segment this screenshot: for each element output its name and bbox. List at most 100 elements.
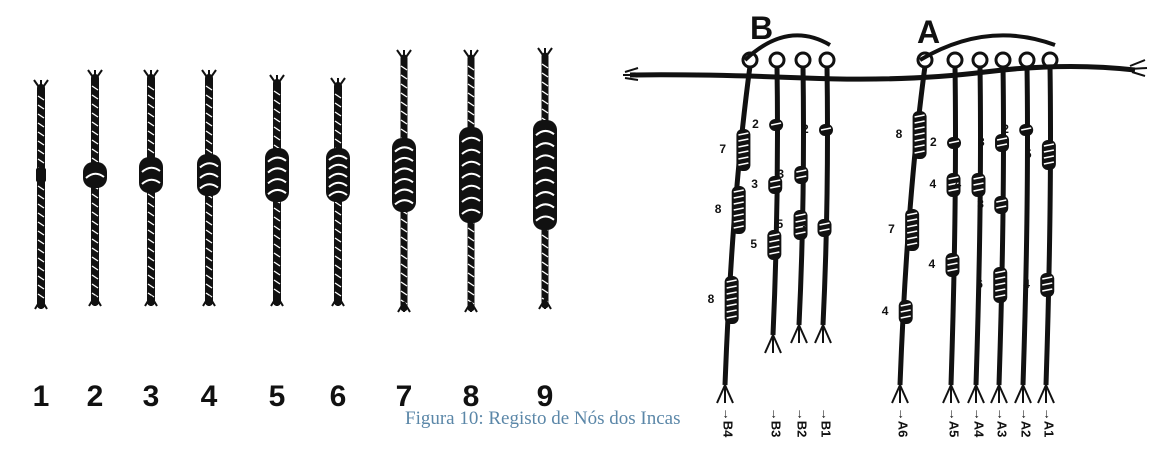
- group-b-knot-label: 3: [751, 177, 758, 191]
- group-a-knot-label: 7: [888, 222, 895, 236]
- tassel-strand: [892, 385, 900, 403]
- quipu-illustration: B A 788→B4235→B335→B223→B1874→A6244→A54→…: [605, 0, 1157, 457]
- tassel-strand: [823, 325, 831, 343]
- knot-number-3: 3: [136, 380, 166, 414]
- group-a-knot-label: 5: [1025, 147, 1032, 161]
- tassel-strand: [725, 385, 733, 403]
- attachment-loop: [1020, 53, 1034, 67]
- group-a-cord-label-5: →A2: [1018, 408, 1033, 438]
- group-a-knot-label: 2: [930, 135, 937, 149]
- tassel-strand: [1015, 385, 1023, 403]
- group-a-pendant-1: [892, 53, 932, 403]
- pendant-cord: [773, 66, 778, 335]
- tassel-strand: [951, 385, 959, 403]
- tassel-strand: [968, 385, 976, 403]
- group-a-knot-label: 6: [976, 277, 983, 291]
- knot-cords-drawing: [0, 40, 590, 380]
- group-a-pendant-5: [1015, 53, 1034, 403]
- group-a-knot-label: 3: [977, 197, 984, 211]
- group-b-pendant-1: [717, 53, 757, 403]
- tassel-strand: [999, 385, 1007, 403]
- cord-9: [533, 48, 557, 309]
- cord-1: [34, 80, 48, 309]
- attachment-loop: [996, 53, 1010, 67]
- attachment-loop: [948, 53, 962, 67]
- group-b-knot-label: 2: [752, 117, 759, 131]
- group-b-knot-label: 2: [802, 122, 809, 136]
- cord-2: [83, 70, 107, 306]
- tassel-strand: [943, 385, 951, 403]
- main-cord: [630, 66, 1135, 79]
- group-a-knot-label: 4: [1023, 277, 1030, 291]
- cord-6: [326, 78, 350, 306]
- knot-number-5: 5: [262, 380, 292, 414]
- group-a-pendant-2: [943, 53, 962, 403]
- cord-8: [459, 50, 483, 312]
- knot-number-4: 4: [194, 380, 224, 414]
- group-b-knot-label: 8: [708, 292, 715, 306]
- knot-body: [533, 120, 557, 230]
- knot-number-6: 6: [323, 380, 353, 414]
- pendant-cord: [976, 66, 981, 385]
- group-a-knot-label: 4: [882, 304, 889, 318]
- group-b-pendant-4: [815, 53, 834, 343]
- group-b-cord-label-1: →B4: [720, 408, 735, 438]
- group-a-cord-label-2: →A5: [946, 408, 961, 438]
- knot-body: [83, 162, 107, 188]
- group-b-knot-label: 7: [719, 142, 726, 156]
- group-b-knot-label: 8: [715, 202, 722, 216]
- group-a-pendant-4: [991, 53, 1010, 403]
- tassel-strand: [991, 385, 999, 403]
- pendant-cord: [999, 66, 1004, 385]
- group-b-knot-label: 3: [800, 220, 807, 234]
- group-b-knot-label: 3: [777, 167, 784, 181]
- group-a-cord-label-6: →A1: [1041, 408, 1056, 438]
- group-a-knot-label: 4: [929, 257, 936, 271]
- knot: [817, 219, 831, 237]
- tassel-strand: [900, 385, 908, 403]
- group-a-pendant-3: [968, 53, 987, 403]
- tassel-strand: [765, 335, 773, 353]
- group-b-cord-label-2: →B3: [768, 408, 783, 438]
- group-b-letter: B: [750, 10, 773, 47]
- knot-number-1: 1: [26, 380, 56, 414]
- pendant-cord: [823, 66, 828, 325]
- group-a-cord-label-3: →A4: [971, 408, 986, 438]
- knot-body: [139, 157, 163, 193]
- attachment-loop: [820, 53, 834, 67]
- cord-4: [197, 70, 221, 306]
- knot-body: [36, 168, 46, 182]
- quipu-drawing: [605, 0, 1157, 457]
- group-b-pendant-2: [765, 53, 784, 353]
- pendant-cord: [951, 66, 956, 385]
- knot-body: [197, 154, 221, 196]
- group-a-knot-label: 8: [896, 127, 903, 141]
- group-a-letter: A: [917, 14, 940, 51]
- group-b-pendant-3: [791, 53, 810, 343]
- tassel-strand: [799, 325, 807, 343]
- knot: [995, 134, 1009, 152]
- attachment-loop: [973, 53, 987, 67]
- knot-number-2: 2: [80, 380, 110, 414]
- tassel-strand: [976, 385, 984, 403]
- knot: [994, 196, 1008, 214]
- cord-5: [265, 75, 289, 306]
- knot-types-illustration: 1 2 3 4 5 6 7 8 9: [0, 40, 590, 400]
- group-a-cord-label-1: →A6: [895, 408, 910, 438]
- main-cord-tassel-right: [1130, 60, 1147, 76]
- tassel-strand: [815, 325, 823, 343]
- tassel-strand: [791, 325, 799, 343]
- pendant-cord: [799, 66, 804, 325]
- attachment-loop: [770, 53, 784, 67]
- cord-3: [139, 70, 163, 306]
- group-b-knot-label: 5: [777, 217, 784, 231]
- group-a-knot-label: 2: [1002, 122, 1009, 136]
- main-cord-tassel-left: [623, 68, 638, 80]
- group-a-knot-label: 4: [955, 177, 962, 191]
- group-b-cord-label-3: →B2: [794, 408, 809, 438]
- pendant-cord: [1023, 66, 1028, 385]
- group-a-knot-label: 3: [978, 135, 985, 149]
- knot: [794, 166, 808, 184]
- tassel-strand: [1023, 385, 1031, 403]
- group-b-knot-label: 5: [750, 237, 757, 251]
